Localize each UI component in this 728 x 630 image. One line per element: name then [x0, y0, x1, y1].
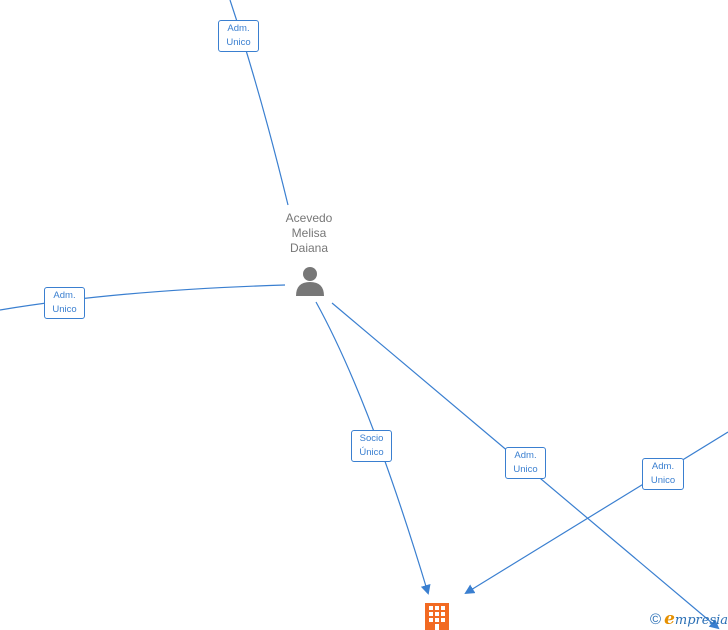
edge-label-top: Adm.Unico — [218, 20, 259, 52]
edge-right — [464, 431, 728, 595]
person-name-line: Melisa — [291, 226, 327, 240]
edge-label-left: Adm.Unico — [44, 287, 85, 319]
empresia-logo: empresia — [664, 609, 728, 629]
building-icon[interactable] — [425, 603, 449, 630]
person-name-line: Daiana — [289, 241, 329, 255]
edge-left — [0, 284, 286, 311]
person-icon[interactable] — [294, 266, 326, 296]
edge-label-mid: Adm.Unico — [505, 447, 546, 479]
empresia-watermark: © empresia — [650, 609, 728, 629]
copyright-symbol: © — [650, 610, 662, 628]
edge-socio — [315, 301, 431, 595]
person-name[interactable]: Acevedo Melisa Daiana — [270, 211, 348, 256]
edge-label-right: Adm.Unico — [642, 458, 684, 490]
person-name-line: Acevedo — [285, 211, 333, 225]
